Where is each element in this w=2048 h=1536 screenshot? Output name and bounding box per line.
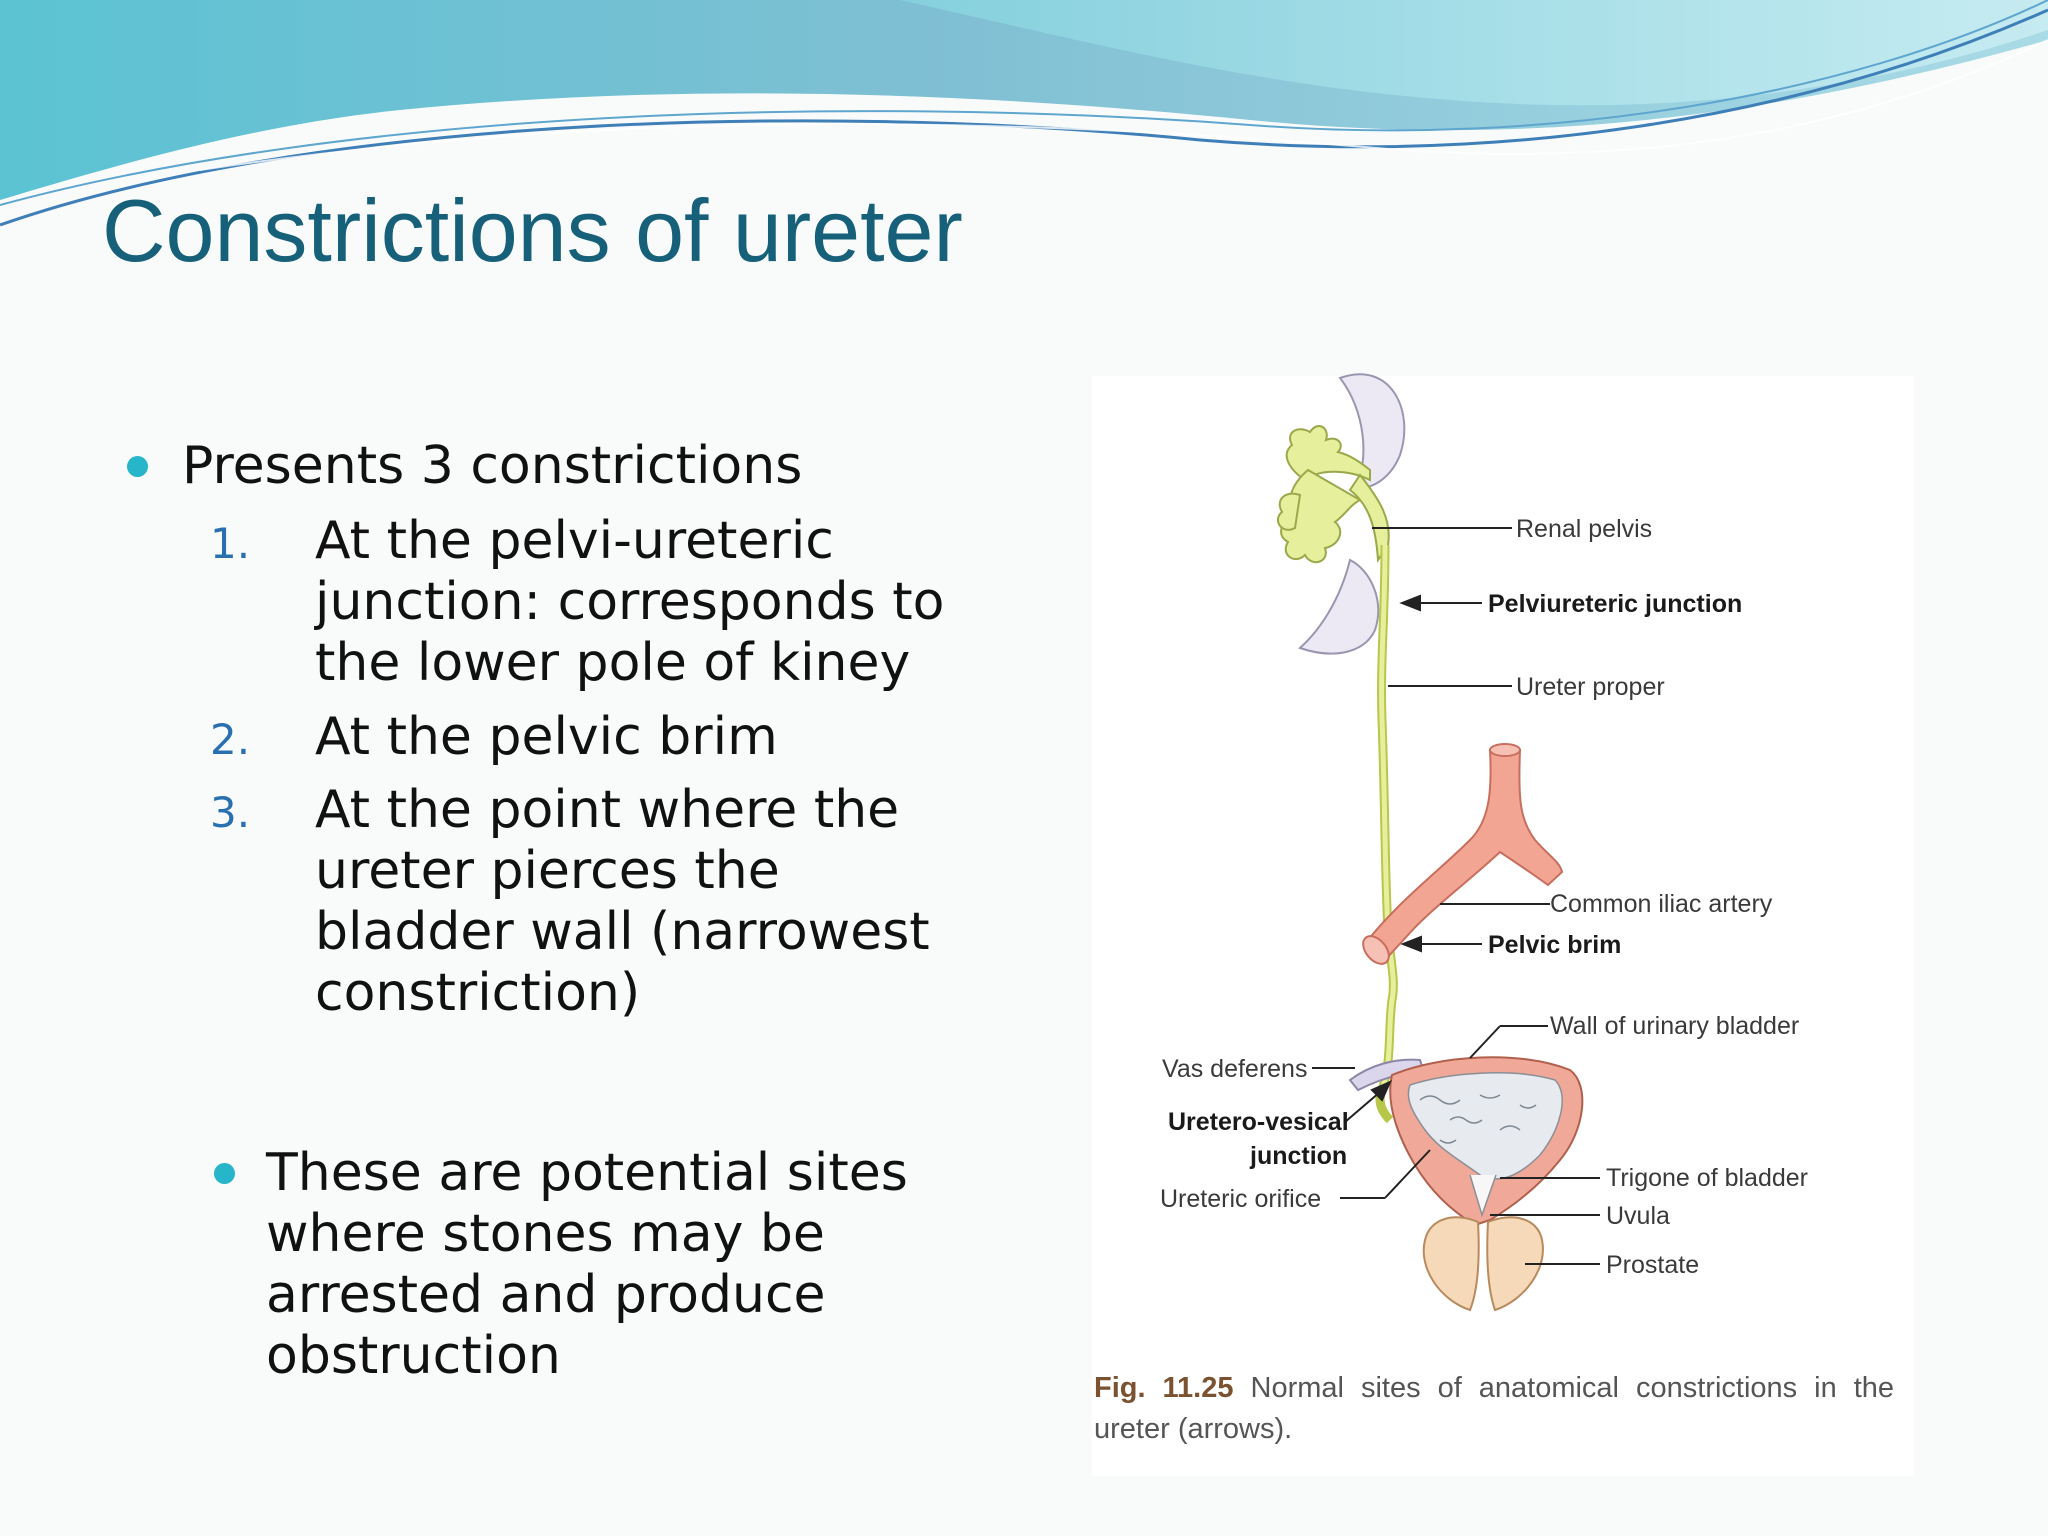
bladder-lumen (1407, 1072, 1563, 1180)
item-2-line-1: At the pelvic brim (315, 707, 778, 767)
label-trigone-of-bladder: Trigone of bladder (1606, 1164, 1808, 1192)
bullet-2-line-4: obstruction (266, 1326, 561, 1386)
kidney-lower (1298, 558, 1380, 655)
item-3-line-2: ureter pierces the (315, 841, 780, 901)
kidney-upper (1338, 373, 1406, 490)
label-uretero-vesical-1: Uretero-vesical (1168, 1108, 1349, 1136)
leader-lines (1312, 527, 1600, 1265)
bullet-1-dot (127, 456, 148, 477)
label-uretero-vesical-2: junction (1249, 1142, 1347, 1170)
item-3-number: 3. (210, 788, 251, 837)
label-prostate: Prostate (1606, 1251, 1699, 1279)
label-pelvic-brim: Pelvic brim (1488, 931, 1621, 959)
bullet-2-line-1: These are potential sites (266, 1143, 908, 1203)
prostate-shape (1422, 1216, 1544, 1312)
item-1-number: 1. (210, 519, 251, 568)
label-renal-pelvis: Renal pelvis (1516, 515, 1652, 543)
label-ureteric-orifice: Ureteric orifice (1160, 1185, 1321, 1213)
label-uvula: Uvula (1606, 1202, 1670, 1230)
bullet-1-text: Presents 3 constrictions (182, 436, 803, 496)
item-1-line-2: junction: corresponds to (315, 572, 945, 632)
slide-title: Constrictions of ureter (102, 181, 963, 280)
bullet-2-line-2: where stones may be (266, 1204, 825, 1264)
bullet-2-dot (214, 1163, 235, 1184)
figure-caption-text: Normal sites of anatomical constrictions… (1094, 1372, 1895, 1445)
common-iliac-artery (1362, 743, 1564, 965)
item-1-line-1: At the pelvi-ureteric (315, 511, 834, 571)
label-common-iliac-artery: Common iliac artery (1550, 890, 1773, 918)
item-3-line-4: constriction) (315, 963, 641, 1023)
renal-pelvis-shape (1276, 425, 1390, 564)
label-wall-of-urinary-bladder: Wall of urinary bladder (1550, 1012, 1799, 1040)
item-3-line-3: bladder wall (narrowest (315, 902, 930, 962)
figure-number: Fig. 11.25 (1094, 1372, 1234, 1404)
slide-body: Presents 3 constrictions 1. At the pelvi… (0, 0, 1000, 1536)
label-vas-deferens: Vas deferens (1162, 1055, 1307, 1083)
label-pelviureteric-junction: Pelviureteric junction (1488, 590, 1742, 618)
label-ureter-proper: Ureter proper (1516, 673, 1665, 701)
header-wave-decoration (0, 0, 2048, 227)
item-1-line-3: the lower pole of kiney (315, 633, 911, 693)
figure-caption: Fig. 11.25 Normal sites of anatomical co… (1094, 1368, 1894, 1450)
item-2-number: 2. (210, 715, 251, 764)
item-3-line-1: At the point where the (315, 780, 900, 840)
bullet-2-line-3: arrested and produce (266, 1265, 826, 1325)
